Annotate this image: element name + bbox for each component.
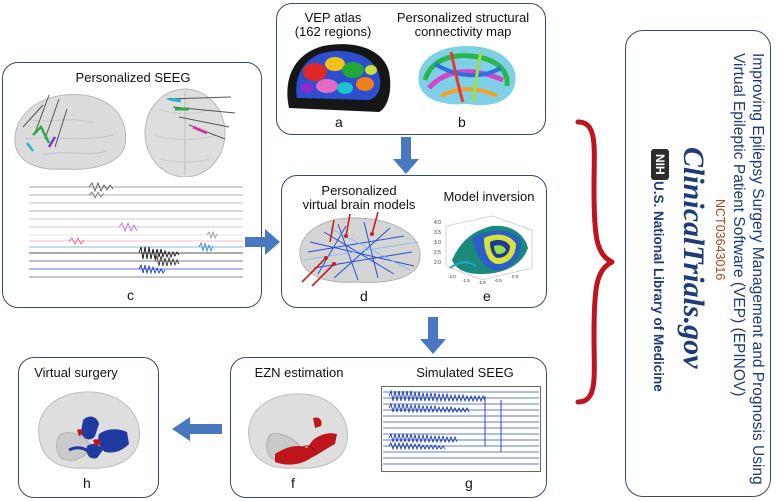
clinicaltrials-panel: Improving Epilepsy Surgery Management an…: [625, 30, 771, 497]
simulated-seeg-title: Simulated SEEG: [416, 365, 514, 380]
svg-text:-1.5: -1.5: [462, 278, 470, 283]
arrow-seeg-to-models: [245, 229, 280, 255]
svg-text:2.5: 2.5: [434, 250, 441, 256]
label-a: a: [335, 114, 343, 130]
library-name: U.S. National Library of Medicine: [651, 181, 666, 392]
virtual-surgery-brain-image: [38, 391, 140, 469]
svg-text:2.0: 2.0: [434, 260, 441, 266]
virtual-models-title-line1: Personalized: [321, 183, 397, 198]
vep-atlas-image: [287, 44, 391, 112]
label-e: e: [483, 288, 491, 304]
panel-seeg: Personalized SEEG: [2, 62, 262, 308]
virtual-models-title: Personalized virtual brain models: [290, 184, 428, 212]
ezn-brain-image: [248, 393, 349, 469]
arrow-ezn-to-surgery: [172, 417, 222, 441]
label-b: b: [458, 114, 466, 130]
model-inversion-title: Model inversion: [443, 189, 535, 204]
arrow-models-to-ezn: [420, 317, 446, 354]
study-title-line1: Improving Epilepsy Surgery Management an…: [749, 53, 766, 485]
svg-text:-0.5: -0.5: [494, 278, 502, 283]
svg-text:-2.0: -2.0: [448, 274, 456, 279]
nct-number: NCT03643016: [713, 199, 727, 281]
panel-models: Personalized virtual brain models Model …: [281, 175, 547, 308]
clinicaltrials-brand: ClinicalTrials.gov: [677, 147, 710, 369]
svg-text:4.0: 4.0: [434, 220, 441, 226]
svg-text:-1.0: -1.0: [478, 280, 486, 285]
virtual-surgery-title: Virtual surgery: [34, 365, 118, 380]
label-g: g: [465, 475, 473, 491]
panel-ezn: EZN estimation Simulated SEEG f g: [230, 357, 547, 498]
vep-atlas-title-line1: VEP atlas: [304, 10, 362, 25]
label-f: f: [291, 475, 295, 491]
svg-text:0.0: 0.0: [512, 274, 519, 279]
panel-surgery: Virtual surgery h: [18, 357, 159, 498]
nih-badge: NIH: [651, 149, 669, 180]
ezn-title: EZN estimation: [254, 365, 344, 380]
svg-text:3.5: 3.5: [434, 230, 441, 236]
connectivity-title-line2: connectivity map: [414, 24, 512, 39]
vep-atlas-title-line2: (162 regions): [294, 24, 372, 39]
red-brace: [575, 119, 615, 405]
seeg-title: Personalized SEEG: [75, 70, 191, 85]
seeg-traces: [29, 181, 243, 278]
label-c: c: [127, 287, 134, 303]
label-h: h: [83, 475, 91, 491]
virtual-brain-image: [299, 212, 421, 287]
panel-atlas: VEP atlas (162 regions) Personalized str…: [276, 3, 546, 135]
label-d: d: [360, 288, 368, 304]
connectivity-image: [418, 46, 516, 106]
connectivity-title-line1: Personalized structural: [396, 10, 530, 25]
model-inversion-plot: 4.0 3.5 3.0 2.5 2.0 -2.0 -1.5 -1.0 -0.5 0.0: [434, 215, 533, 285]
seeg-brain-images: [14, 88, 236, 177]
virtual-models-title-line2: virtual brain models: [302, 197, 416, 212]
arrow-atlas-to-models: [393, 137, 419, 174]
connectivity-title: Personalized structural connectivity map: [385, 11, 541, 39]
svg-text:3.0: 3.0: [434, 240, 441, 246]
simulated-seeg-plot: [381, 386, 541, 472]
study-title-line2: Virtual Epileptic Patient Software (VEP)…: [730, 53, 747, 397]
vep-atlas-title: VEP atlas (162 regions): [291, 11, 375, 39]
